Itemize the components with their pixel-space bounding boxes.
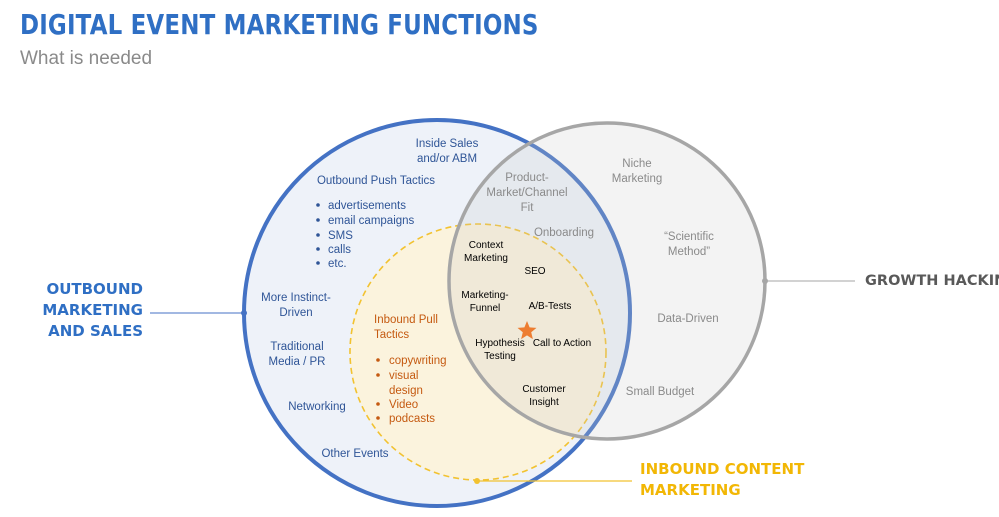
context-marketing-label-2: Marketing <box>464 253 508 264</box>
bullet <box>316 203 320 207</box>
outbound-connector-dot <box>241 310 247 316</box>
bullet <box>376 402 380 406</box>
page-subtitle: What is needed <box>20 48 153 69</box>
growth-connector-dot <box>762 278 768 284</box>
marketing-funnel-label: Marketing- <box>461 290 508 301</box>
bullet <box>376 358 380 362</box>
pull-item-2: design <box>389 385 423 397</box>
customer-insight-label: Customer <box>522 384 566 395</box>
bullet <box>376 416 380 420</box>
push-item: etc. <box>328 258 347 270</box>
star-icon <box>517 321 537 340</box>
ab-tests-label: A/B-Tests <box>529 301 572 312</box>
seo-label: SEO <box>524 266 545 277</box>
outbound-label-line2: MARKETING <box>42 301 143 319</box>
growth-circle <box>447 121 767 441</box>
traditional-label-2: Media / PR <box>269 356 326 368</box>
outbound-label-line3: AND SALES <box>48 322 143 340</box>
push-item: SMS <box>328 230 353 242</box>
inbound-connector-dot <box>474 478 480 484</box>
small-budget-label: Small Budget <box>626 386 695 398</box>
instinct-label: More Instinct- <box>261 292 331 304</box>
push-tactics-title: Outbound Push Tactics <box>317 175 435 187</box>
niche-label: Niche <box>622 158 651 170</box>
onboarding-label: Onboarding <box>534 227 594 239</box>
niche-label-2: Marketing <box>612 173 663 185</box>
networking-label: Networking <box>288 401 346 413</box>
instinct-label-2: Driven <box>279 307 312 319</box>
pull-item: visual <box>389 370 418 382</box>
other-events-label: Other Events <box>321 448 388 460</box>
context-marketing-label: Context <box>469 240 504 251</box>
push-item: calls <box>328 244 351 256</box>
pull-tactics-title-2: Tactics <box>374 329 409 341</box>
cta-label: Call to Action <box>533 338 591 349</box>
data-driven-label: Data-Driven <box>657 313 718 325</box>
scientific-label-2: Method” <box>668 246 710 258</box>
bullet <box>316 218 320 222</box>
push-item: email campaigns <box>328 215 415 227</box>
push-item: advertisements <box>328 200 406 212</box>
bullet <box>316 247 320 251</box>
traditional-label: Traditional <box>270 341 323 353</box>
hypothesis-label: Hypothesis <box>475 338 524 349</box>
growth-label: GROWTH HACKING <box>865 273 999 289</box>
marketing-funnel-label-2: Funnel <box>470 303 501 314</box>
inbound-label-line2: MARKETING <box>640 481 741 499</box>
scientific-label: “Scientific <box>664 231 714 243</box>
page-title: DIGITAL EVENT MARKETING FUNCTIONS <box>20 8 539 41</box>
hypothesis-label-2: Testing <box>484 351 516 362</box>
pull-item: copywriting <box>389 355 447 367</box>
pull-tactics-title: Inbound Pull <box>374 314 438 326</box>
inbound-label-line1: INBOUND CONTENT <box>640 460 805 478</box>
outbound-label-line1: OUTBOUND <box>46 280 143 298</box>
bullet <box>316 261 320 265</box>
bullet <box>316 233 320 237</box>
customer-insight-label-2: Insight <box>529 397 559 408</box>
inside-sales-label: Inside Sales <box>416 138 479 150</box>
pull-item: Video <box>389 399 418 411</box>
pmf-label-3: Fit <box>521 202 535 214</box>
bullet <box>376 373 380 377</box>
pmf-label: Product- <box>505 172 549 184</box>
pull-item: podcasts <box>389 413 435 425</box>
inside-sales-label-2: and/or ABM <box>417 153 477 165</box>
pmf-label-2: Market/Channel <box>486 187 567 199</box>
